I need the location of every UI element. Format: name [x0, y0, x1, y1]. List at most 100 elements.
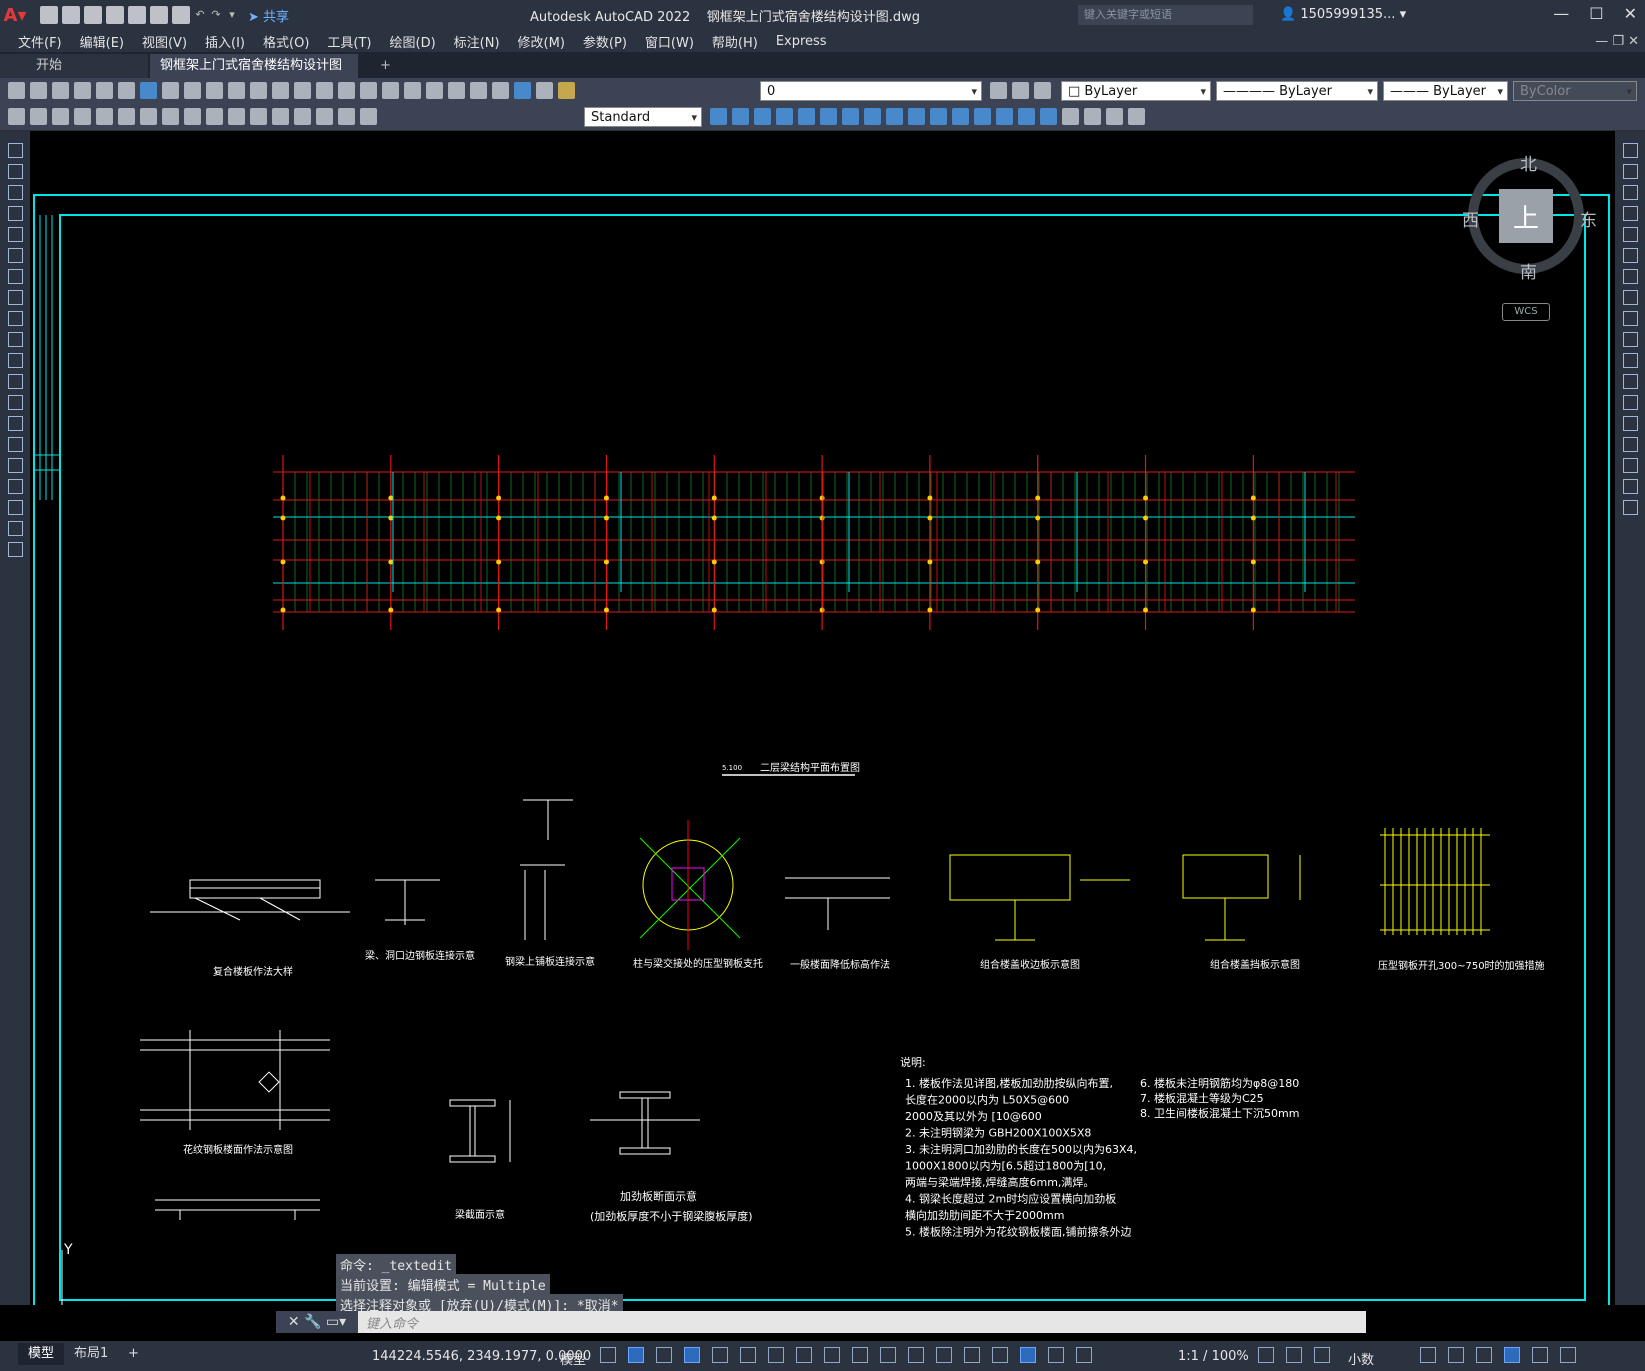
save-icon[interactable] [52, 82, 69, 99]
erase-side-icon[interactable] [1622, 143, 1638, 158]
menu-view[interactable]: 视图(V) [141, 35, 188, 51]
redo-tb-icon[interactable] [272, 82, 289, 99]
offset-icon[interactable] [776, 108, 793, 125]
clean-screen-icon[interactable] [1532, 1347, 1548, 1363]
pan-icon[interactable] [294, 82, 311, 99]
layer-previous-icon[interactable] [1012, 82, 1029, 99]
viewcube[interactable]: 上 北 南 西 东 [1462, 155, 1597, 283]
copy-icon[interactable] [184, 82, 201, 99]
explode-icon[interactable] [1040, 108, 1057, 125]
drawing-canvas[interactable]: 5.100 二层梁结构平面布置图 复合楼板作法大样 梁、洞口边钢板连接示意 钢梁… [30, 131, 1615, 1305]
break-point-icon[interactable] [1622, 374, 1638, 389]
scale-side-icon[interactable] [1622, 290, 1638, 305]
spline-icon[interactable] [7, 311, 23, 326]
arc-icon[interactable] [7, 248, 23, 263]
dynamic-ucs-icon[interactable] [936, 1347, 952, 1363]
chamfer-side-icon[interactable] [1622, 437, 1638, 452]
plot-icon[interactable] [74, 82, 91, 99]
array-side-icon[interactable] [1622, 227, 1638, 242]
menu-window[interactable]: 窗口(W) [644, 35, 694, 51]
join-icon[interactable] [974, 108, 991, 125]
mtext-icon[interactable] [7, 521, 23, 536]
stretch-icon[interactable] [886, 108, 903, 125]
paste-icon[interactable] [206, 82, 223, 99]
units-icon[interactable] [1314, 1347, 1330, 1363]
plotstyle-dropdown[interactable]: ByColor [1513, 81, 1637, 102]
copy-object-icon[interactable] [732, 108, 749, 125]
command-line-controls[interactable]: ✕ 🔧 ▭▾ [276, 1311, 358, 1333]
compass-south[interactable]: 南 [1520, 263, 1537, 283]
zoom-previous-icon[interactable] [360, 82, 377, 99]
3d-osnap-icon[interactable] [908, 1347, 924, 1363]
group-icon[interactable] [1084, 108, 1101, 125]
user-account[interactable]: 👤 1505999135... ▾ [1280, 7, 1407, 22]
polygon-icon[interactable] [7, 206, 23, 221]
search-input[interactable]: 键入关键字或短语 [1078, 5, 1253, 25]
region-icon[interactable] [7, 479, 23, 494]
rectangle-icon[interactable] [7, 227, 23, 242]
open-icon[interactable] [30, 82, 47, 99]
menu-modify[interactable]: 修改(M) [517, 35, 565, 51]
dim-style-dropdown[interactable]: Standard [584, 107, 702, 128]
coordinates-readout[interactable]: 144224.5546, 2349.1977, 0.0000 [372, 1349, 592, 1364]
workspace-gear-icon[interactable] [1258, 1347, 1274, 1363]
wcs-menu[interactable]: WCS [1502, 303, 1550, 321]
linetype-dropdown[interactable]: ———— ByLayer [1216, 81, 1378, 102]
construction-line-icon[interactable] [7, 164, 23, 179]
import-icon[interactable] [128, 6, 146, 24]
break-icon[interactable] [952, 108, 969, 125]
dim-edit-icon[interactable] [316, 108, 333, 125]
dim-linear-icon[interactable] [8, 108, 25, 125]
extend-icon[interactable] [930, 108, 947, 125]
table-icon[interactable] [7, 500, 23, 515]
selection-cycling-icon[interactable] [880, 1347, 896, 1363]
menu-draw[interactable]: 绘图(D) [389, 35, 436, 51]
save-as-icon[interactable] [106, 6, 124, 24]
hatch-icon[interactable] [7, 437, 23, 452]
menu-file[interactable]: 文件(F) [18, 35, 62, 51]
dim-update-icon[interactable] [360, 108, 377, 125]
dim-radius-icon[interactable] [96, 108, 113, 125]
layer-state-icon[interactable] [558, 82, 575, 99]
sheet-set-icon[interactable] [448, 82, 465, 99]
center-mark-icon[interactable] [272, 108, 289, 125]
autocad-logo-icon[interactable]: A▾ [3, 4, 27, 26]
annotation-scale-value[interactable]: 1:1 / 100% [1178, 1349, 1249, 1364]
snap-icon[interactable] [628, 1347, 644, 1363]
isolate-objects-icon[interactable] [1476, 1347, 1492, 1363]
menu-format[interactable]: 格式(O) [263, 35, 310, 51]
tool-palettes-icon[interactable] [426, 82, 443, 99]
tab-start[interactable]: 开始 [0, 54, 148, 78]
quick-properties-icon[interactable] [1420, 1347, 1436, 1363]
new-file-icon[interactable] [40, 6, 58, 24]
rotate-icon[interactable] [842, 108, 859, 125]
markup-icon[interactable] [470, 82, 487, 99]
fillet-side-icon[interactable] [1622, 458, 1638, 473]
publish-icon[interactable] [118, 82, 135, 99]
minimize-icon[interactable]: — [1553, 4, 1570, 23]
maximize-icon[interactable]: ☐ [1589, 4, 1604, 23]
menu-parametric[interactable]: 参数(P) [582, 35, 627, 51]
compass-north[interactable]: 北 [1520, 155, 1537, 175]
dim-jogged-icon[interactable] [118, 108, 135, 125]
menu-insert[interactable]: 插入(I) [205, 35, 246, 51]
undo-tb-icon[interactable] [250, 82, 267, 99]
compass-west[interactable]: 西 [1462, 211, 1479, 231]
close-icon[interactable]: ✕ [1623, 4, 1637, 23]
add-selected-icon[interactable] [7, 542, 23, 557]
gizmo-icon[interactable] [992, 1347, 1008, 1363]
stretch-side-icon[interactable] [1622, 311, 1638, 326]
make-block-icon[interactable] [7, 395, 23, 410]
annotation-scale-icon[interactable] [1076, 1347, 1092, 1363]
mirror-side-icon[interactable] [1622, 185, 1638, 200]
isodraft-icon[interactable] [740, 1347, 756, 1363]
mirror-icon[interactable] [754, 108, 771, 125]
design-center-icon[interactable] [404, 82, 421, 99]
undo-icon[interactable]: ↶ [195, 8, 205, 21]
dim-baseline-icon[interactable] [206, 108, 223, 125]
gradient-icon[interactable] [7, 458, 23, 473]
chamfer-icon[interactable] [996, 108, 1013, 125]
ungroup-icon[interactable] [1106, 108, 1123, 125]
cut-icon[interactable] [162, 82, 179, 99]
selection-filter-icon[interactable] [964, 1347, 980, 1363]
